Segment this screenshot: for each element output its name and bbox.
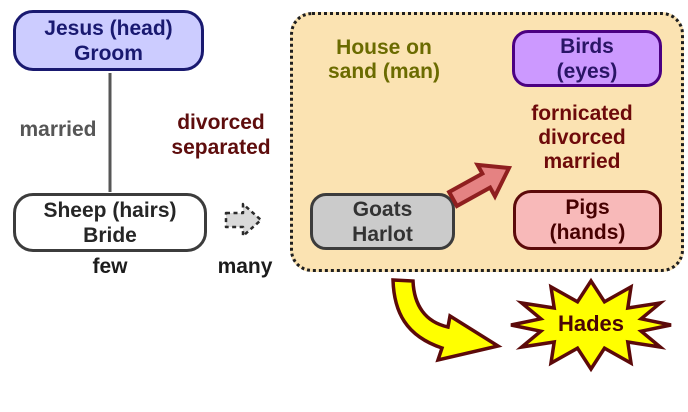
sheep-bride-node: Sheep (hairs) Bride: [13, 193, 207, 252]
divorced-separated-label: divorced separated: [155, 110, 287, 160]
goats-harlot-node: Goats Harlot: [310, 193, 455, 250]
hades-label: Hades: [557, 311, 625, 336]
many-label: many: [217, 255, 273, 278]
separated-label-line: separated: [171, 136, 271, 159]
fornicated-divorced-married-label: fornicated divorced married: [515, 102, 649, 174]
jesus-node-line2: Groom: [74, 41, 143, 65]
birds-node-line2: (eyes): [556, 59, 618, 83]
married-label: married: [19, 118, 97, 141]
few-label: few: [92, 255, 128, 278]
house-label-line2: sand (man): [327, 60, 440, 83]
birds-node-line1: Birds: [560, 34, 614, 58]
jesus-node-line1: Jesus (head): [44, 16, 173, 40]
goats-node-line2: Harlot: [352, 222, 413, 246]
jesus-groom-node: Jesus (head) Groom: [13, 10, 204, 71]
fornicated-label-line3: married: [543, 150, 621, 173]
birds-eyes-node: Birds (eyes): [512, 30, 662, 87]
house-label-line1: House on: [336, 36, 432, 59]
fornicated-label-line2: divorced: [538, 126, 626, 149]
pigs-hands-node: Pigs (hands): [513, 190, 662, 250]
pigs-node-line1: Pigs: [565, 196, 610, 219]
pigs-node-line2: (hands): [549, 221, 626, 244]
fall-to-hades-arrow-icon: [391, 278, 503, 363]
goats-node-line1: Goats: [352, 197, 413, 221]
house-on-sand-label: House on sand (man): [310, 36, 458, 84]
fornicated-label-line1: fornicated: [531, 102, 633, 125]
sheep-node-line2: Bride: [83, 223, 137, 247]
dashed-right-arrow-icon: [224, 202, 263, 238]
divorced-label-line: divorced: [177, 111, 265, 134]
sheep-node-line1: Sheep (hairs): [43, 198, 177, 222]
